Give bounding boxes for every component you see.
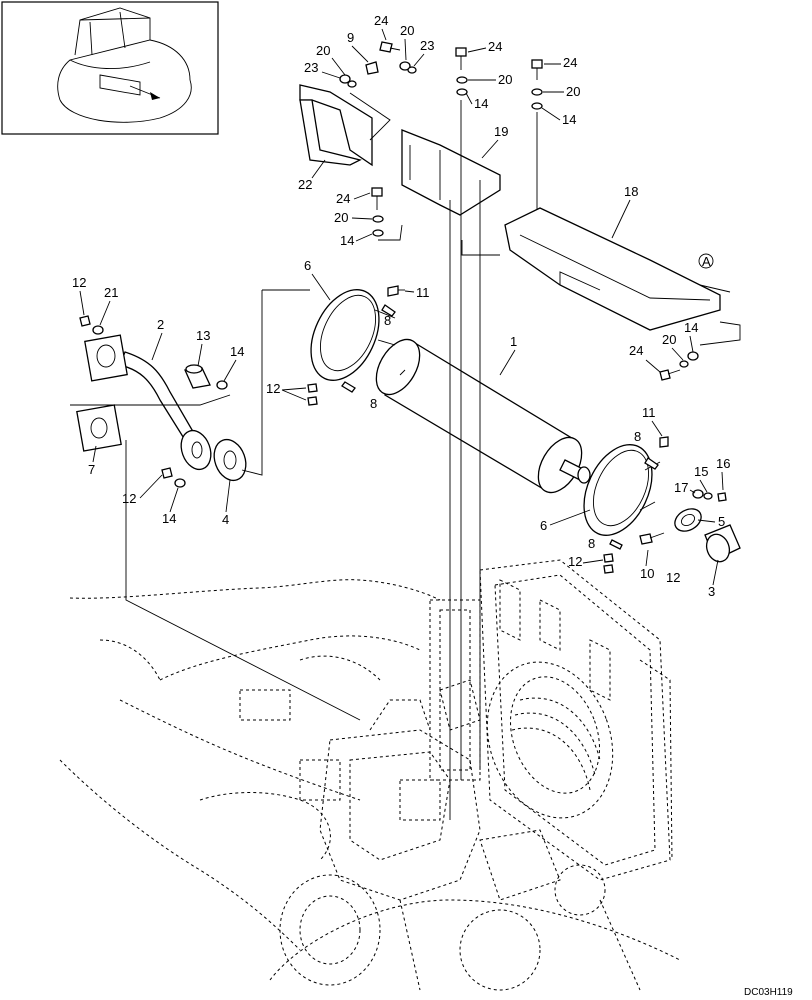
callout-14f: 14 [684,320,698,335]
callout-23a: 23 [304,60,318,75]
callout-7: 7 [88,462,95,477]
callout-19: 19 [494,124,508,139]
callout-8c: 8 [634,429,641,444]
callout-20f: 20 [662,332,676,347]
callout-8d: 8 [588,536,595,551]
callout-20c: 20 [498,72,512,87]
callout-20a: 20 [316,43,330,58]
callout-18: 18 [624,184,638,199]
callout-10: 10 [640,566,654,581]
hardware [79,41,727,574]
callout-17: 17 [674,480,688,495]
gasket-7 [76,404,122,452]
callout-11a: 11 [416,285,430,300]
callout-12d: 12 [568,554,582,569]
reference-mark-a: A [702,254,711,269]
callout-24c: 24 [563,55,577,70]
callout-21: 21 [104,285,118,300]
spacer-13 [184,364,211,389]
tail-pipe [704,524,741,563]
callout-24e: 24 [629,343,643,358]
callout-13: 13 [196,328,210,343]
callout-2: 2 [157,317,164,332]
callout-24b: 24 [488,39,502,54]
bracket-22 [299,84,373,167]
muffler-band-right [583,444,661,536]
callout-20e: 20 [334,210,348,225]
clamp-5 [674,508,702,532]
callout-14c: 14 [474,96,488,111]
callout-14a: 14 [230,344,244,359]
callout-14b: 14 [162,511,176,526]
callout-6b: 6 [540,518,547,533]
callout-12c: 12 [122,491,136,506]
callout-22: 22 [298,177,312,192]
callout-11b: 11 [642,405,656,420]
gasket-4 [213,438,247,482]
callout-3: 3 [708,584,715,599]
callout-16: 16 [716,456,730,471]
bracket-18 [504,207,721,331]
callout-8b: 8 [370,396,377,411]
locator-inset [1,1,219,135]
callout-5: 5 [718,514,725,529]
muffler-band-left [310,289,396,381]
callout-14e: 14 [340,233,354,248]
callout-20b: 20 [400,23,414,38]
callout-24d: 24 [336,191,350,206]
muffler [375,338,591,494]
callout-14d: 14 [562,112,576,127]
callout-20d: 20 [566,84,580,99]
callout-4: 4 [222,512,229,527]
drawing-code: DC03H119 [744,987,793,998]
callout-6a: 6 [304,258,311,273]
callout-15: 15 [694,464,708,479]
callout-12a: 12 [72,275,86,290]
callout-9: 9 [347,30,354,45]
callout-8a: 8 [384,313,391,328]
bracket-19 [401,129,501,216]
exhaust-pipe [84,334,212,471]
leader-lines [70,92,741,820]
machine-outline [59,559,681,991]
callout-1: 1 [510,334,517,349]
callout-12b: 12 [266,381,280,396]
callout-23b: 23 [420,38,434,53]
callout-12e: 12 [666,570,680,585]
callout-labels: 1 2 3 4 5 6 6 7 8 8 8 8 9 10 11 11 12 12… [72,13,793,998]
callout-24a: 24 [374,13,388,28]
